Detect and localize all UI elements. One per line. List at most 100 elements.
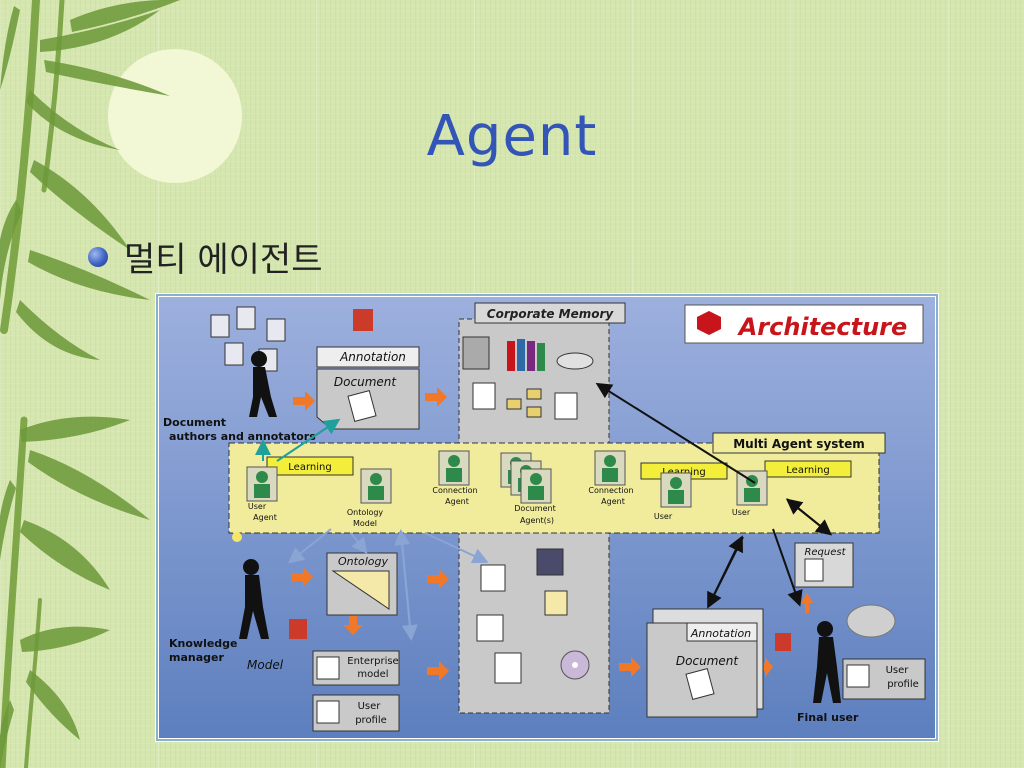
architecture-label: Architecture [737,313,908,341]
user-agent-icon [246,466,278,502]
user-agent-icon-3 [736,470,768,506]
architecture-svg: Corporate Memory Architecture Multi Agen… [156,294,938,741]
lightbulb-icon [232,532,242,542]
user-profile-icon [316,700,340,724]
arrow-document-to-agent [708,535,743,606]
annotation-top-label: Annotation [339,350,406,364]
orange-arrows [291,387,813,681]
ontology-graph-icon [331,570,390,610]
arrow-memory-to-document [619,657,641,677]
books-icon-2 [536,548,564,576]
document-page-icon [347,389,377,423]
arrow-ontology-down [343,615,363,635]
filing-cabinet-icon [462,336,490,370]
document-files-icon [210,306,286,372]
agent-document-label-b: Agent(s) [520,516,554,525]
arrow-to-memory-tree [424,532,489,564]
arrow-agent-to-doc [276,418,341,462]
tree-node-icon [506,398,522,410]
arrow-doc-to-memory [425,387,447,407]
corporate-memory-label: Corporate Memory [487,307,615,321]
agent-connection2-label: Connection [588,486,633,495]
arrow-document-to-user [755,657,773,677]
user-agent-icon-2 [660,472,692,508]
learning-label-3: Learning [786,465,829,476]
agent-user-label: User [248,502,267,511]
arrow-agent-to-user [772,528,803,607]
knowledge-manager-label-1: Knowledge [169,637,238,650]
final-user-person-icon [813,621,841,703]
arrow-from-enterprise [394,529,412,638]
diagram-border [156,294,938,741]
arrow-request-to-agent [785,498,830,534]
ontology-label: Ontology [338,555,388,568]
user-profile-label-1: User [358,701,382,712]
learning-bar-1 [266,456,354,476]
red-cube-icon [697,311,721,335]
user-profile-right-icon [846,664,870,688]
calendar-icon [353,309,373,331]
arrow-user-to-memory [595,382,756,484]
learning-label-1: Learning [288,462,331,473]
disk-stack-icon [556,352,594,370]
arrow-ontology-to-memory [427,569,449,589]
arrow-manager-to-ontology [291,567,313,587]
black-arrows [595,382,833,609]
annotation-tag-bottom [686,622,758,642]
final-user-label: Final user [797,711,859,724]
agent-document-label: Document [514,504,555,513]
user-profile-right-label-1: User [886,665,910,676]
doc-authors-label-2: authors and annotators [169,430,316,443]
agent-ontology-label: Ontology [347,508,384,517]
agent-user3-label: User [732,508,751,517]
arrow-ontology-to-manager [287,528,332,564]
bullet-item: 멀티 에이전트 [88,232,323,281]
memory-table-icon [554,392,578,420]
enterprise-model-label-1: Enterprise [347,656,398,667]
model-label: Model [247,658,284,672]
ontology-agent-icon [360,468,392,504]
request-doc-icon [804,558,824,582]
agent-user-label-b: Agent [253,513,277,522]
document-agent-icon-3 [520,468,552,504]
thought-cloud-icon [846,604,896,638]
learning-bar-3 [764,460,852,478]
connection-agent-icon-2 [594,450,626,486]
envelope-icon [544,590,568,616]
corporate-memory-tab [474,302,626,324]
ontology-tree-icon [480,564,506,592]
annotation-bottom-label: Annotation [690,627,751,640]
calendar-icon-3 [775,633,791,651]
connection-agent-icon [438,450,470,486]
agent-connection-label-b: Agent [445,497,469,506]
bullet-text: 멀티 에이전트 [124,240,323,280]
agent-connection2-label-b: Agent [601,497,625,506]
arrow-authors-to-doc [293,391,315,411]
agent-user2-label: User [654,512,673,521]
memory-icons [462,336,594,684]
arrow-ontology-model [350,532,368,555]
document-bottom-page-icon [685,667,715,701]
multi-agent-tab [712,432,886,454]
multi-agent-label: Multi Agent system [733,437,865,451]
architecture-banner [684,304,924,344]
calendar-icon-2 [289,619,307,639]
agent-ontology-label-b: Model [353,519,377,528]
bamboo-decoration [0,0,242,768]
agent-connection-label: Connection [432,486,477,495]
document-top-label: Document [334,375,397,389]
memory-doc-icon [472,382,496,410]
books-icon [507,341,515,371]
enterprise-model-label-2: model [357,669,388,680]
bullet-dot-icon [88,246,108,267]
arrow-enterprise-to-memory [427,661,449,681]
enterprise-model-icon [316,656,340,680]
author-person-icon [249,351,277,417]
manager-person-icon [239,559,269,639]
model-doc-icon [494,652,522,684]
slide-title: Agent [426,104,598,169]
form-icon [476,614,504,642]
architecture-diagram: Corporate Memory Architecture Multi Agen… [155,293,939,742]
user-profile-right-label-2: profile [887,679,919,690]
